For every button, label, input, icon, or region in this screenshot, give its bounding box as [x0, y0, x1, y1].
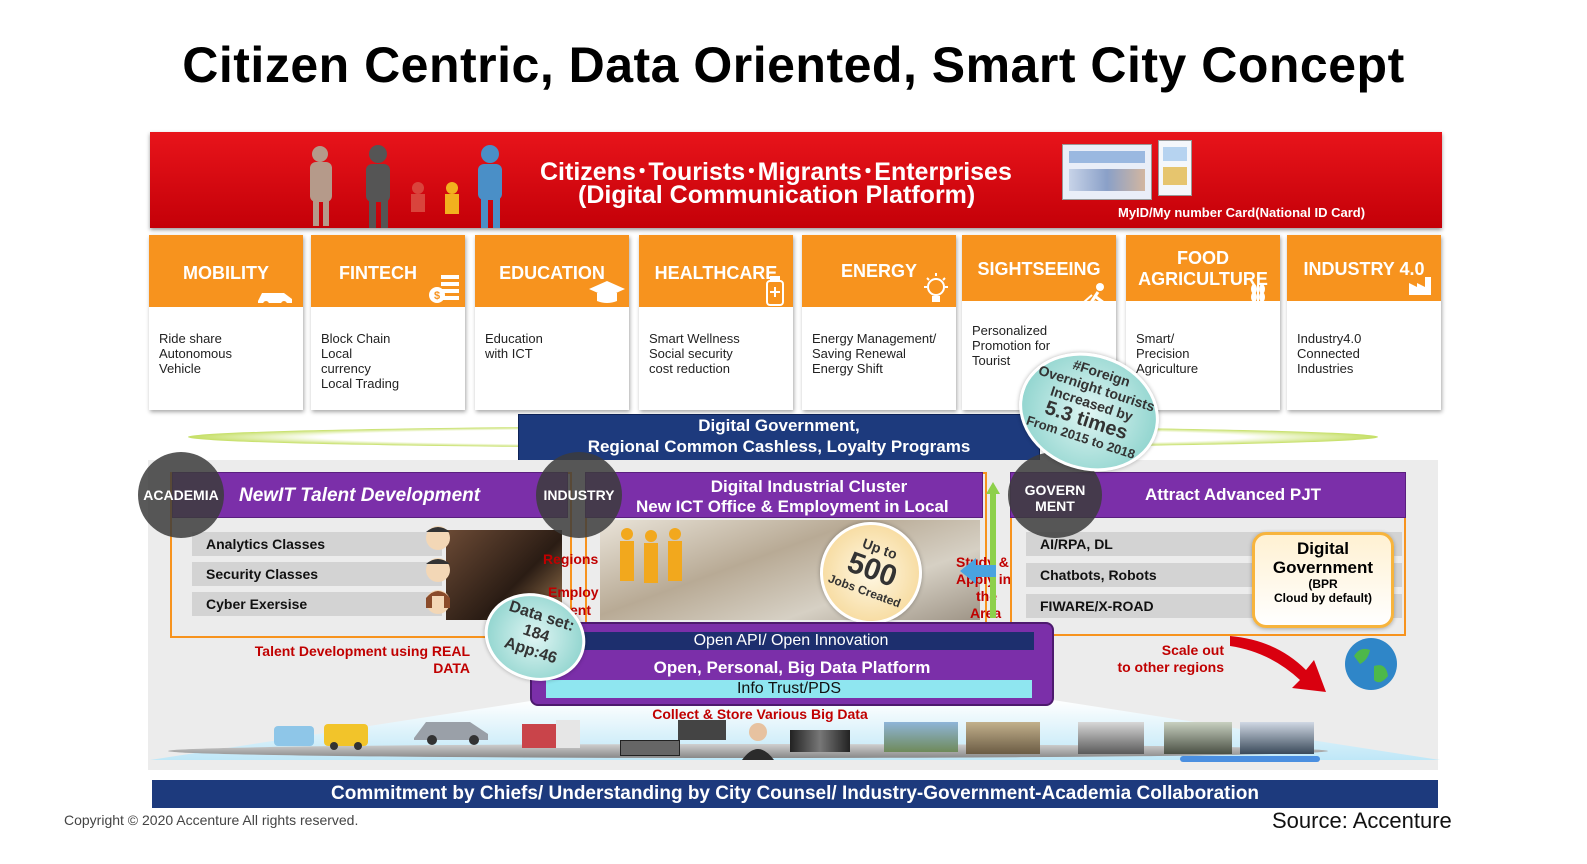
- smartphones-image: [790, 730, 850, 752]
- family-illustration: [310, 145, 502, 228]
- industry-left-text-2: Employ: [548, 584, 599, 600]
- hiker-icon: [1075, 283, 1105, 310]
- workers-silhouette-icon: [620, 528, 682, 583]
- dg-line4: Cloud by default): [1274, 591, 1372, 605]
- tile-desc: Block Chain Local currency Local Trading: [321, 331, 400, 391]
- tile-energy: ENERGY Energy Management/ Saving Renewal…: [802, 235, 956, 410]
- money-icon: $: [429, 275, 459, 303]
- devices-image: [678, 720, 726, 740]
- tile-label: EDUCATION: [499, 263, 605, 283]
- wheat-icon: [1251, 284, 1265, 309]
- tile-label: MOBILITY: [183, 263, 269, 283]
- tile-desc: Education with ICT: [485, 331, 543, 361]
- banner-line1: Citizens･Tourists･Migrants･Enterprises: [540, 158, 1012, 186]
- government-bar-label: Attract Advanced PJT: [1145, 485, 1322, 504]
- sensor-photo-3: [1240, 722, 1314, 754]
- tile-food-agriculture: FOOD AGRICULTURE Smart/ Precision Agricu…: [1126, 235, 1280, 410]
- tile-label: HEALTHCARE: [654, 263, 778, 283]
- tile-desc: Personalized Promotion for Tourist: [972, 323, 1051, 368]
- banner-line2: (Digital Communication Platform): [578, 181, 976, 209]
- tile-industry40: INDUSTRY 4.0 Industry4.0 Connected Indus…: [1287, 235, 1441, 410]
- academia-bar: NewIT Talent Development: [172, 472, 568, 518]
- industry-bar-line2: New ICT Office & Employment in Local: [636, 497, 949, 516]
- dg-line3: (BPR: [1308, 577, 1338, 591]
- dg-line2: Government: [1272, 558, 1374, 577]
- car-photo-icon: [414, 722, 488, 745]
- industry-bar: Digital Industrial Cluster New ICT Offic…: [585, 472, 983, 518]
- red-arrow-icon: [1230, 636, 1326, 692]
- sensor-photo-2: [1164, 722, 1232, 754]
- commitment-bar: Commitment by Chiefs/ Understanding by C…: [152, 780, 1438, 808]
- platform-title: Open, Personal, Big Data Platform: [653, 658, 931, 677]
- tile-label: FINTECH: [339, 263, 417, 283]
- scale-out-line1: Scale out: [1161, 642, 1224, 658]
- academia-caption-line1: Talent Development using REAL: [254, 643, 470, 659]
- bus-icon: [274, 724, 368, 750]
- collect-store-label: Collect & Store Various Big Data: [652, 706, 868, 722]
- info-trust-bar: Info Trust/PDS: [546, 680, 1032, 698]
- person-photo-icon: [742, 723, 774, 760]
- tile-label: INDUSTRY 4.0: [1303, 259, 1425, 279]
- blue-line: [1180, 756, 1320, 762]
- tile-label: ENERGY: [840, 261, 918, 281]
- street-photo: [966, 722, 1040, 754]
- green-arrow-icon: [986, 482, 1000, 618]
- digital-government-card: Digital Government (BPR Cloud by default…: [1252, 532, 1394, 628]
- academia-circle: ACADEMIA: [138, 452, 224, 538]
- copyright: Copyright © 2020 Accenture All rights re…: [64, 812, 359, 828]
- open-api-bar: Open API/ Open Innovation: [548, 632, 1034, 650]
- academia-item: Analytics Classes: [192, 532, 442, 556]
- academia-caption-line2: DATA: [433, 660, 470, 676]
- globe-icon: [1345, 638, 1397, 690]
- scale-out-line2: to other regions: [1117, 659, 1224, 675]
- dg-line1: Digital: [1297, 539, 1349, 558]
- government-circle-line2: MENT: [1035, 498, 1075, 514]
- tile-label: FOOD AGRICULTURE: [1138, 248, 1268, 289]
- tile-label: SIGHTSEEING: [977, 259, 1101, 279]
- academia-item: Security Classes: [192, 562, 442, 586]
- tile-healthcare: HEALTHCARE Smart Wellness Social securit…: [639, 235, 793, 410]
- industry-left-text-1: Regions: [543, 551, 599, 567]
- tile-desc: Smart Wellness Social security cost redu…: [649, 331, 740, 376]
- digital-government-line2: Regional Common Cashless, Loyalty Progra…: [587, 437, 971, 456]
- factory-icon: [1409, 277, 1431, 295]
- citizens-banner: [150, 132, 1442, 228]
- source-label: Source: Accenture: [1272, 808, 1452, 833]
- blue-arrow-icon: [960, 558, 996, 584]
- industry-bar-line1: Digital Industrial Cluster: [710, 477, 908, 496]
- student-avatar-icons: [426, 526, 450, 614]
- tile-mobility: MOBILITY Ride share Autonomous Vehicle: [149, 235, 303, 410]
- svg-text:$: $: [434, 290, 440, 302]
- digital-government-box: Digital Government, Regional Common Cash…: [518, 414, 1040, 464]
- medicine-icon: [766, 276, 784, 306]
- car-icon: [258, 293, 292, 307]
- government-circle: GOVERN MENT: [1008, 452, 1102, 538]
- tile-fintech: FINTECH $ Block Chain Local currency Loc…: [311, 235, 465, 410]
- tile-desc: Ride share Autonomous Vehicle: [159, 331, 232, 376]
- academia-bar-label: NewIT Talent Development: [239, 485, 481, 506]
- lightbulb-icon: [924, 273, 948, 302]
- academia-item: Cyber Exersise: [192, 592, 442, 616]
- house-photo: [884, 722, 958, 752]
- website-screenshot-image: [1062, 144, 1152, 200]
- tile-desc: Energy Management/ Saving Renewal Energy…: [812, 331, 937, 376]
- tile-desc: Industry4.0 Connected Industries: [1297, 331, 1362, 376]
- sensor-photo-1: [1078, 722, 1144, 754]
- digital-government-line1: Digital Government,: [698, 416, 860, 435]
- industry-circle: INDUSTRY: [536, 452, 622, 538]
- graduation-cap-icon: [589, 281, 625, 303]
- myid-label: MyID/My number Card(National ID Card): [1118, 205, 1366, 220]
- tile-desc: Smart/ Precision Agriculture: [1136, 331, 1199, 376]
- page-title: Citizen Centric, Data Oriented, Smart Ci…: [182, 37, 1405, 93]
- tile-education: EDUCATION Education with ICT: [475, 235, 629, 410]
- id-card-image: [1158, 140, 1192, 196]
- id-card-reader-image: [620, 740, 680, 756]
- smart-meter-icon: [522, 720, 580, 748]
- government-circle-line1: GOVERN: [1024, 482, 1086, 498]
